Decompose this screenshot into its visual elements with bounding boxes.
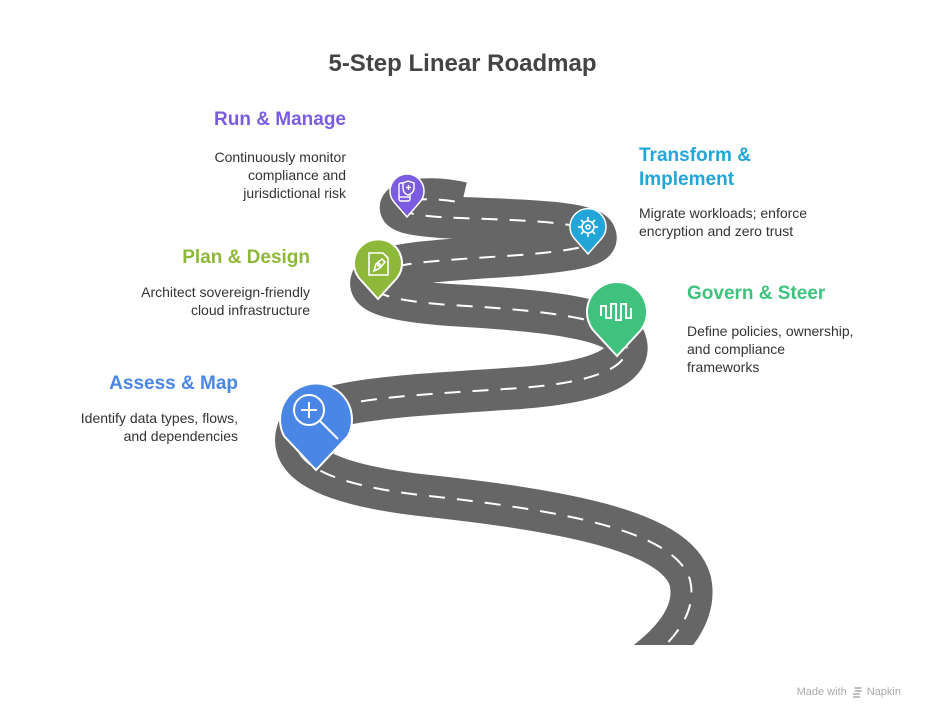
heading-line: Implement — [639, 169, 735, 190]
pin-transform — [569, 208, 607, 256]
step-description-govern: Define policies, ownership, and complian… — [687, 322, 907, 376]
made-with-label: Made with — [796, 686, 847, 698]
description-line: Architect sovereign-friendly — [141, 284, 310, 300]
step-description-plan: Architect sovereign-friendly cloud infra… — [70, 283, 310, 319]
description-line: cloud infrastructure — [190, 302, 310, 318]
step-heading-assess: Assess & Map — [109, 373, 238, 394]
page-title: 5-Step Linear Roadmap — [328, 50, 597, 77]
footer-watermark: Made with Napkin — [797, 686, 901, 698]
step-description-assess: Identify data types, flows, and dependen… — [18, 409, 238, 445]
description-line: encryption and zero trust — [639, 223, 794, 239]
step-heading-plan: Plan & Design — [182, 247, 310, 268]
pin-assess — [279, 382, 353, 472]
design-document-icon — [368, 252, 389, 276]
step-description-transform: Migrate workloads; enforce encryption an… — [639, 204, 879, 240]
zoom-in-icon — [293, 394, 339, 440]
step-heading-transform: Transform & Implement — [639, 144, 859, 192]
description-line: and compliance — [687, 341, 786, 357]
description-line: Define policies, ownership, — [687, 323, 854, 339]
napkin-brand-label: Napkin — [866, 686, 901, 698]
mobile-shield-icon — [398, 180, 415, 202]
pin-govern — [586, 281, 648, 358]
pin-run — [389, 173, 425, 219]
description-line: compliance and — [247, 167, 346, 183]
pin-plan — [353, 238, 403, 301]
step-heading-run: Run & Manage — [214, 109, 346, 130]
step-description-run: Continuously monitor compliance and juri… — [146, 148, 346, 202]
description-line: Migrate workloads; enforce — [639, 205, 808, 221]
description-line: Identify data types, flows, — [80, 410, 238, 426]
gear-icon — [578, 217, 598, 237]
step-heading-govern: Govern & Steer — [687, 283, 826, 304]
heading-line: Transform & — [639, 145, 751, 166]
description-line: and dependencies — [123, 428, 238, 444]
description-line: Continuously monitor — [214, 149, 346, 165]
waveform-icon — [600, 303, 632, 321]
description-line: frameworks — [687, 359, 760, 375]
napkin-logo-icon — [852, 687, 862, 698]
description-line: jurisdictional risk — [243, 185, 346, 201]
